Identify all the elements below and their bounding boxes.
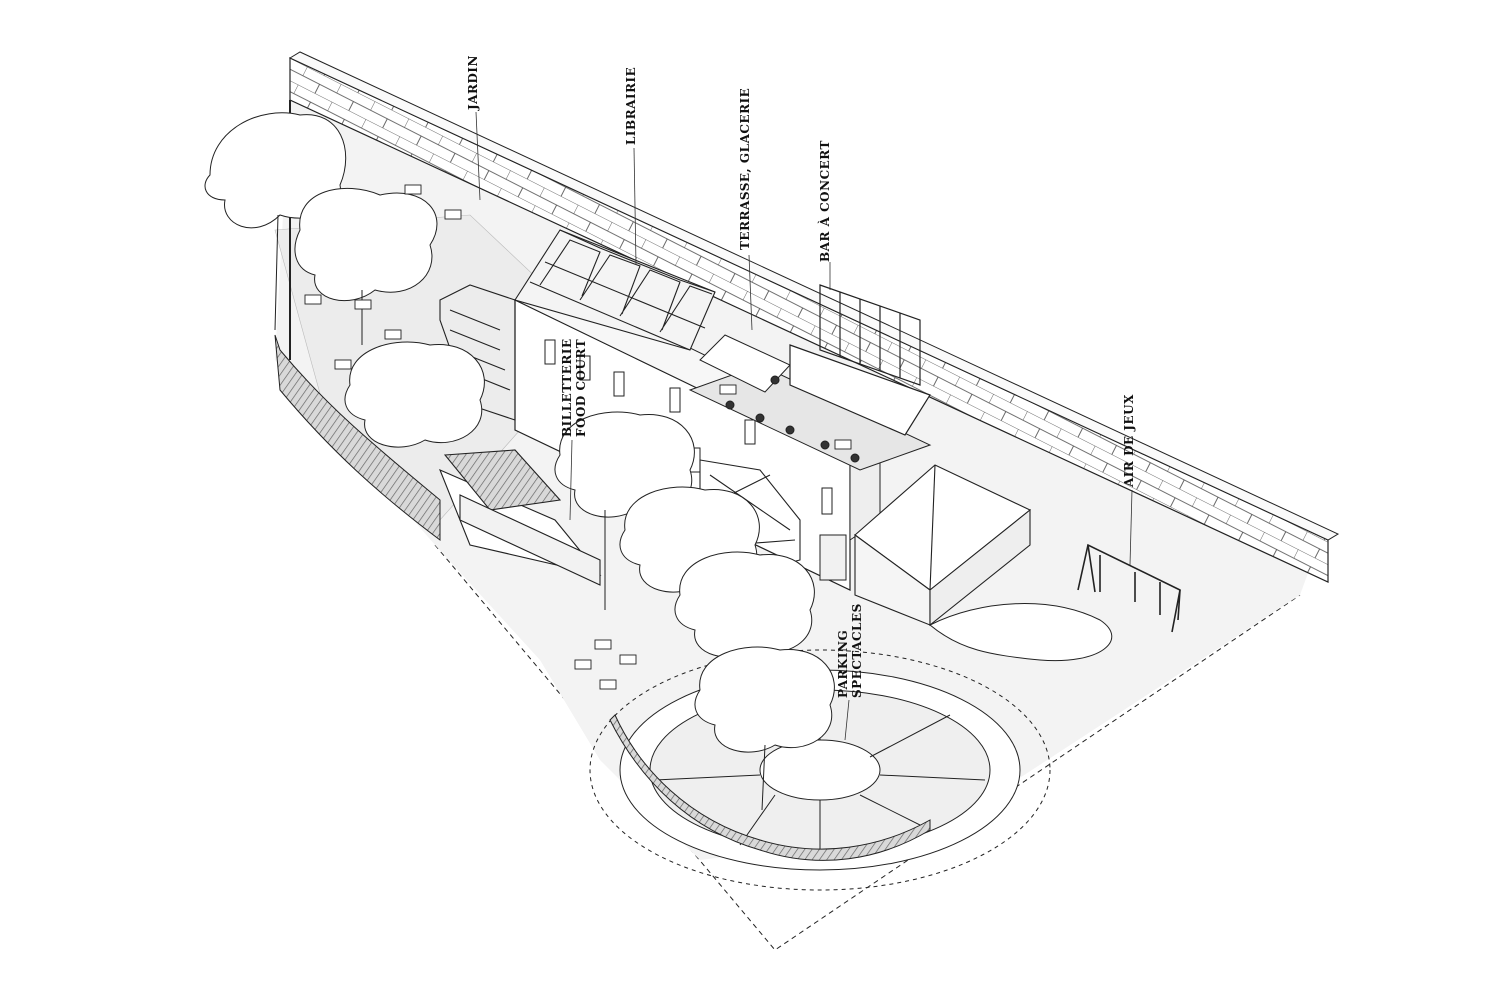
label-food-court: FOOD COURT [574,338,588,437]
label-air-de-jeux: AIR DE JEUX [1122,394,1136,487]
cafe-tables [304,184,852,690]
food-court-pergola [438,449,602,586]
label-terrasse-glacerie: TERRASSE, GLACERIE [738,87,752,250]
greenhouse-librairie [514,229,716,351]
bar-scaffold [789,284,931,436]
label-librairie: LIBRAIRIE [624,66,638,145]
label-spectacles: SPECTACLES [850,603,864,698]
front-fence [274,334,931,861]
tree-canopy [344,341,485,448]
label-billetterie-food-court: BILLETTERIE FOOD COURT [560,277,588,437]
label-billetterie: BILLETTERIE [560,338,574,437]
label-jardin: JARDIN [466,55,480,110]
pavilion [854,464,1032,627]
billetterie-scaffold [439,284,516,421]
swing-set [1077,543,1181,633]
label-parking: PARKING [836,629,850,698]
trees [204,112,835,811]
tree-canopy [674,551,815,658]
perimeter-wall [288,51,1340,583]
tree-canopy [694,646,835,753]
playground [929,543,1181,662]
tree-canopy [294,188,438,302]
label-parking-spectacles: PARKING SPECTACLES [836,538,864,698]
label-bar-a-concert: BAR À CONCERT [818,140,832,262]
